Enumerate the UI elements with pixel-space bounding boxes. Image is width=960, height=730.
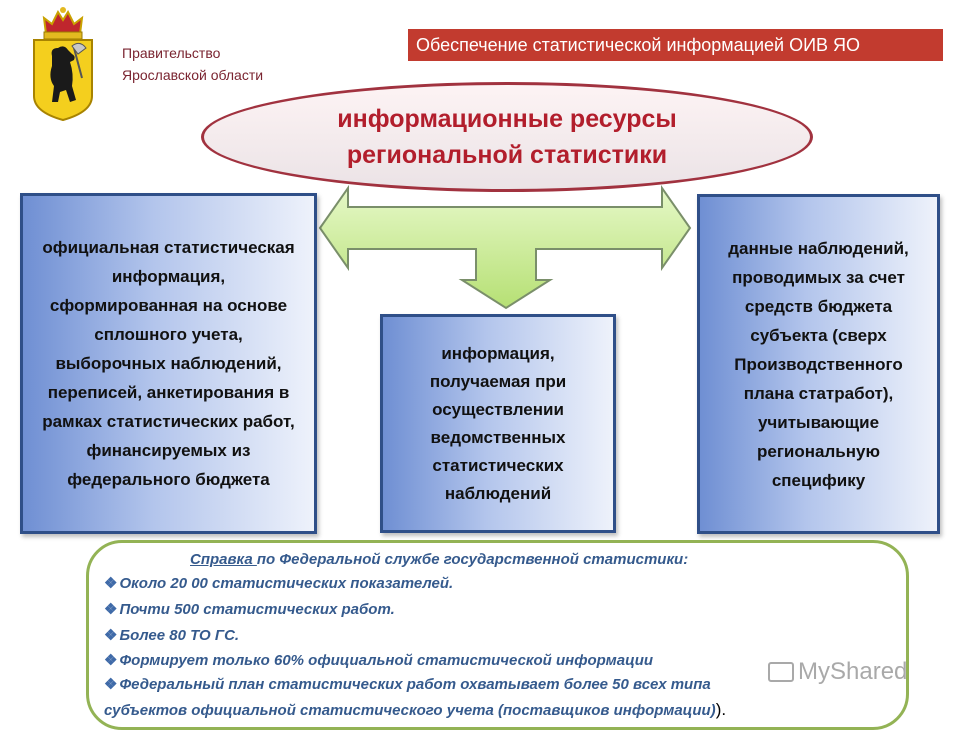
concept-line-1: информационные ресурсы	[337, 105, 677, 133]
box-right-text: данные наблюдений, проводимых за счет ср…	[728, 238, 909, 490]
watermark-text: MyShared	[798, 658, 908, 685]
list-item-text: Около 20 00 статистических показателей.	[119, 575, 454, 592]
list-item-continuation: субъектов официальной статистического уч…	[104, 700, 726, 720]
box-departmental-observations: информация, получаемая при осуществлении…	[380, 314, 616, 533]
coat-of-arms-logo	[28, 4, 98, 122]
diamond-bullet-icon: ❖	[104, 627, 118, 644]
list-item: ❖Более 80 ТО ГС.	[104, 626, 239, 644]
list-item-text: субъектов официальной статистического уч…	[104, 702, 716, 719]
list-item: ❖Федеральный план статистических работ о…	[104, 675, 711, 693]
list-item-text: Почти 500 статистических работ.	[119, 601, 395, 618]
reference-link[interactable]: Справка	[190, 551, 257, 568]
list-item: ❖Почти 500 статистических работ.	[104, 600, 395, 618]
reference-heading: Справка по Федеральной службе государств…	[190, 551, 688, 568]
reference-heading-text: по Федеральной службе государственной ст…	[256, 551, 689, 568]
org-line-2: Ярославской области	[122, 67, 264, 83]
list-item: ❖Около 20 00 статистических показателей.	[104, 574, 453, 592]
watermark: MyShared	[768, 658, 907, 686]
closing-punctuation: ).	[715, 700, 727, 719]
box-official-statistics: официальная статистическая информация, с…	[20, 193, 317, 534]
slide-title: Обеспечение статистической информацией О…	[408, 29, 943, 61]
diamond-bullet-icon: ❖	[104, 601, 118, 618]
presentation-icon	[768, 662, 794, 682]
box-left-text: официальная статистическая информация, с…	[42, 238, 295, 489]
diamond-bullet-icon: ❖	[104, 652, 118, 669]
reference-panel: Справка по Федеральной службе государств…	[86, 540, 909, 730]
diamond-bullet-icon: ❖	[104, 676, 118, 693]
list-item: ❖Формирует только 60% официальной статис…	[104, 651, 653, 669]
org-line-1: Правительство	[122, 45, 221, 61]
list-item-text: Федеральный план статистических работ ох…	[119, 676, 711, 693]
concept-line-2: региональной статистики	[346, 141, 668, 169]
box-regional-observations: данные наблюдений, проводимых за счет ср…	[697, 194, 940, 534]
list-item-text: Более 80 ТО ГС.	[119, 627, 240, 644]
diamond-bullet-icon: ❖	[104, 575, 118, 592]
government-name: Правительство Ярославской области	[122, 42, 263, 86]
central-concept-ellipse: информационные ресурсы региональной стат…	[201, 82, 813, 192]
list-item-text: Формирует только 60% официальной статист…	[119, 652, 654, 669]
connector-arrows	[310, 180, 700, 320]
box-middle-text: информация, получаемая при осуществлении…	[429, 343, 567, 503]
